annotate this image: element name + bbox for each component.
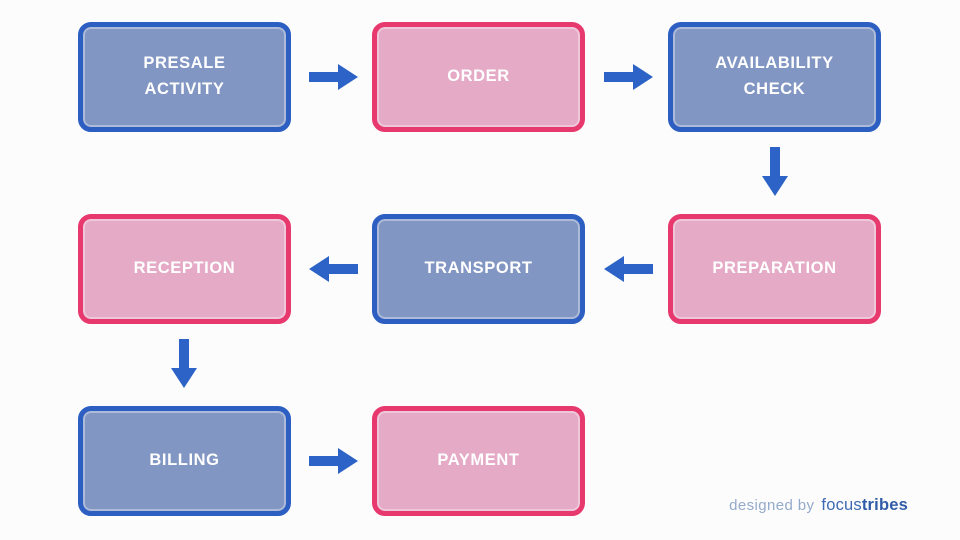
arrow-shaft [309, 456, 338, 466]
arrow-order-to-availability-check [604, 64, 653, 90]
arrow-head-left-icon [604, 256, 624, 282]
arrow-transport-to-reception [309, 256, 358, 282]
arrow-shaft [604, 72, 633, 82]
arrow-head-right-icon [338, 448, 358, 474]
brand-focus: focus [821, 496, 862, 514]
arrow-billing-to-payment [309, 448, 358, 474]
arrow-head-right-icon [633, 64, 653, 90]
node-reception: RECEPTION [78, 214, 291, 324]
arrow-head-down-icon [171, 368, 197, 388]
arrow-head-right-icon [338, 64, 358, 90]
arrow-shaft [179, 339, 189, 368]
node-label: PAYMENT [437, 451, 520, 470]
node-label: ORDER [447, 67, 510, 86]
node-transport: TRANSPORT [372, 214, 585, 324]
arrow-availability-check-to-preparation [762, 147, 788, 196]
arrow-head-left-icon [309, 256, 329, 282]
brand-tribes: tribes [861, 496, 908, 514]
arrow-shaft [309, 72, 338, 82]
arrow-shaft [624, 264, 653, 274]
node-presale-activity: PRESALE ACTIVITY [78, 22, 291, 132]
node-billing: BILLING [78, 406, 291, 516]
node-label: BILLING [149, 451, 220, 470]
node-label: AVAILABILITY CHECK [715, 54, 834, 98]
arrow-reception-to-billing [171, 339, 197, 388]
node-preparation: PREPARATION [668, 214, 881, 324]
arrow-shaft [329, 264, 358, 274]
node-payment: PAYMENT [372, 406, 585, 516]
node-label: TRANSPORT [424, 259, 533, 278]
node-label: PREPARATION [712, 259, 837, 278]
arrow-preparation-to-transport [604, 256, 653, 282]
arrow-presale-to-order [309, 64, 358, 90]
credit-designed-by: designed by [729, 497, 815, 514]
arrow-shaft [770, 147, 780, 176]
node-availability-check: AVAILABILITY CHECK [668, 22, 881, 132]
node-order: ORDER [372, 22, 585, 132]
node-label: RECEPTION [133, 259, 236, 278]
arrow-head-down-icon [762, 176, 788, 196]
node-label: PRESALE ACTIVITY [143, 54, 226, 98]
